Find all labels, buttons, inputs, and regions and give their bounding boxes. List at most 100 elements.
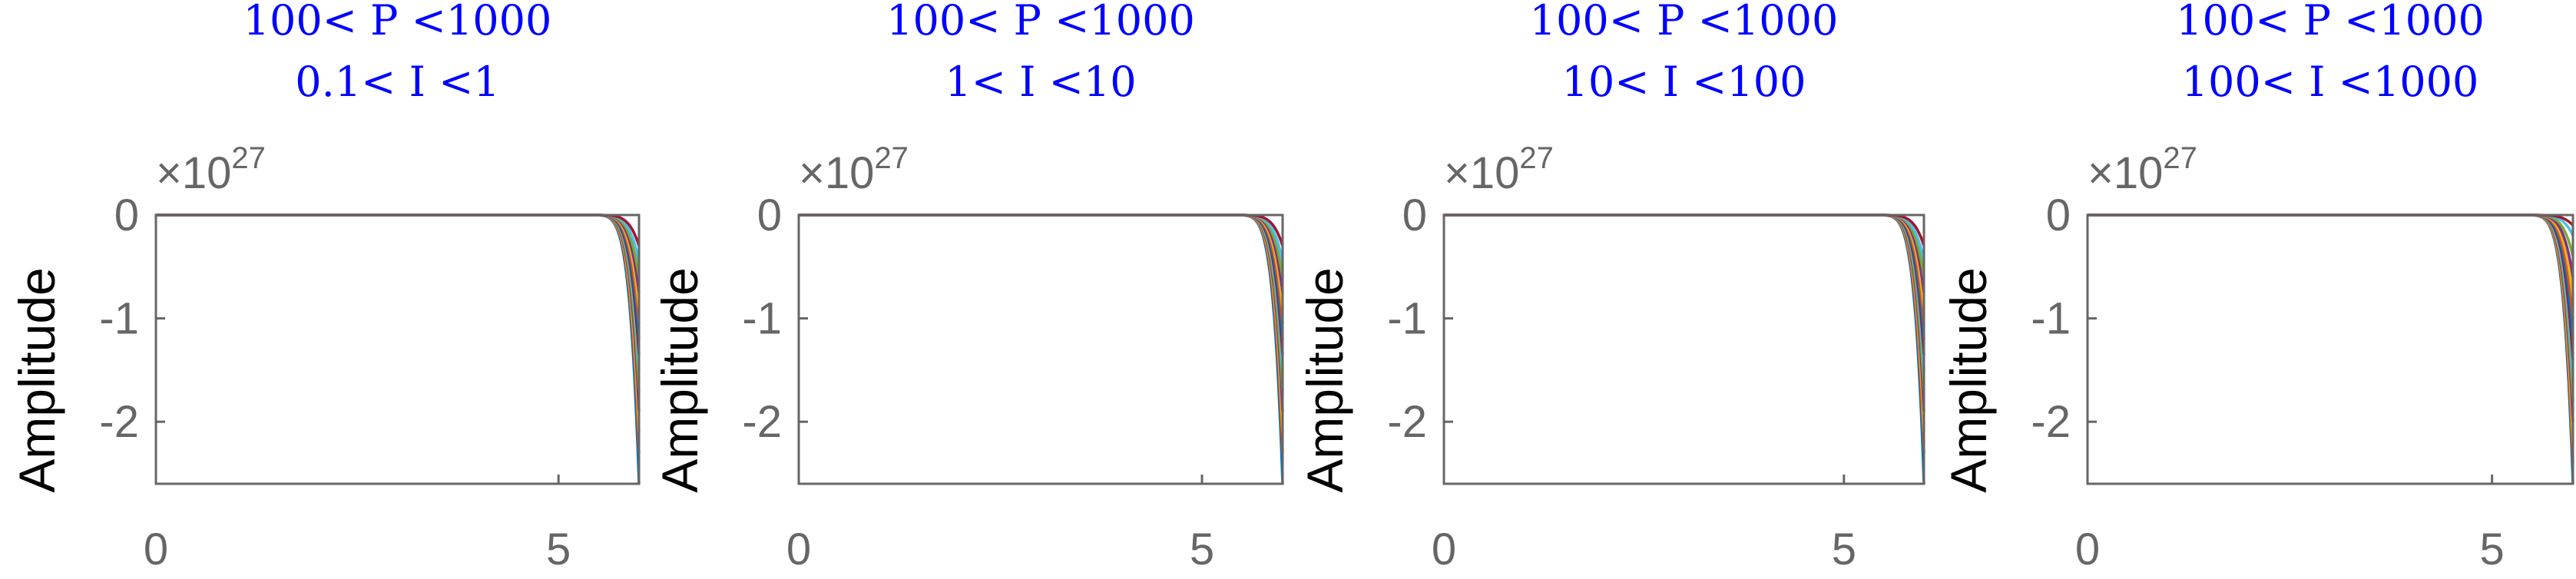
series-line-14: [1444, 213, 1925, 246]
series-line-6: [799, 213, 1284, 371]
series-line-4: [799, 213, 1284, 412]
series-line-1: [2088, 213, 2574, 485]
series-line-6: [1444, 213, 1925, 371]
series-line-3: [156, 213, 641, 432]
series-line-5: [1444, 213, 1925, 391]
series-line-13: [1444, 213, 1925, 262]
chart-title-line1: 100< P <1000: [1530, 0, 1839, 45]
series-line-3: [799, 213, 1284, 432]
series-line-9: [2088, 213, 2574, 319]
series-line-14: [156, 213, 641, 246]
y-exponent-base: ×10: [799, 148, 874, 198]
series-line-10: [1444, 213, 1925, 309]
y-tick-label: -2: [99, 397, 139, 447]
series-line-3: [2088, 213, 2574, 443]
y-tick-label: 0: [757, 190, 782, 240]
y-exponent-power: 27: [2163, 141, 2197, 175]
series-line-2: [2088, 213, 2574, 464]
series-line-11: [799, 213, 1284, 293]
y-tick-label: -1: [99, 294, 139, 344]
y-axis-label: Amplitude: [8, 267, 65, 493]
x-tick-label: 0: [144, 524, 168, 574]
y-axis-label: Amplitude: [1296, 267, 1353, 493]
series-line-1: [799, 213, 1284, 485]
chart-panel-2: 100< P <1000 1< I <10 0 5 0 -1 -2 ×1027Amplitud…: [651, 0, 1284, 574]
series-line-12: [1444, 213, 1925, 278]
y-exponent-base: ×10: [156, 148, 231, 198]
series-line-3: [1444, 213, 1925, 432]
series-line-1: [1444, 213, 1925, 485]
series-line-4: [1444, 213, 1925, 412]
axes-box: [1442, 213, 1925, 485]
series-line-10: [156, 213, 641, 309]
chart-panel-3: 100< P <1000 10< I <100 0 5 0 -1 -2 ×1027Amplit…: [1296, 0, 1925, 574]
series-line-12: [799, 213, 1284, 278]
series-line-9: [156, 213, 641, 324]
series-line-7: [2088, 213, 2574, 360]
y-exponent-base: ×10: [1444, 148, 1519, 198]
series-line-11: [1444, 213, 1925, 293]
series-line-13: [799, 213, 1284, 262]
series-line-6: [156, 213, 641, 371]
series-line-2: [799, 213, 1284, 453]
series-line-13: [156, 213, 641, 262]
y-exponent-power: 27: [1519, 141, 1554, 175]
y-exponent-power: 27: [231, 141, 266, 175]
series-line-7: [799, 213, 1284, 355]
chart-title-line2: 0.1< I <1: [295, 58, 499, 106]
y-tick-label: -1: [1387, 294, 1427, 344]
y-exponent-label: ×1027: [1444, 141, 1554, 198]
series-line-11: [156, 213, 641, 293]
y-axis-label: Amplitude: [651, 267, 708, 493]
x-tick-label: 5: [1832, 524, 1856, 574]
y-tick-label: -1: [2031, 294, 2071, 344]
series-line-7: [156, 213, 641, 355]
x-tick-label: 5: [546, 524, 571, 574]
y-tick-label: -2: [742, 397, 782, 447]
series-line-10: [799, 213, 1284, 309]
y-exponent-label: ×1027: [156, 141, 266, 198]
chart-title-line1: 100< P <1000: [886, 0, 1195, 45]
y-axis-label: Amplitude: [1940, 267, 1997, 493]
y-exponent-label: ×1027: [2088, 141, 2197, 198]
series-line-5: [2088, 213, 2574, 402]
x-tick-label: 0: [1432, 524, 1456, 574]
y-exponent-base: ×10: [2088, 148, 2163, 198]
series-line-4: [156, 213, 641, 412]
series-line-10: [2088, 213, 2574, 298]
series-line-5: [799, 213, 1284, 391]
series-line-2: [1444, 213, 1925, 453]
chart-title-line2: 10< I <100: [1562, 58, 1806, 106]
x-tick-label: 5: [2480, 524, 2505, 574]
series-line-8: [156, 213, 641, 339]
y-tick-label: -2: [2031, 397, 2071, 447]
series-line-7: [1444, 213, 1925, 355]
y-exponent-label: ×1027: [799, 141, 909, 198]
series-line-12: [2088, 213, 2574, 257]
series-line-8: [1444, 213, 1925, 339]
series-line-5: [156, 213, 641, 391]
series-line-2: [156, 213, 641, 453]
y-tick-label: -1: [742, 294, 782, 344]
y-tick-label: -2: [1387, 397, 1427, 447]
y-tick-label: 0: [1402, 190, 1427, 240]
series-line-8: [2088, 213, 2574, 339]
chart-title-line2: 1< I <10: [945, 58, 1136, 106]
axes-box: [154, 213, 641, 485]
series-line-9: [1444, 213, 1925, 324]
chart-title-line2: 100< I <1000: [2182, 58, 2479, 106]
chart-title-line1: 100< P <1000: [243, 0, 552, 45]
y-tick-label: 0: [2046, 190, 2071, 240]
series-line-12: [156, 213, 641, 278]
series-line-8: [799, 213, 1284, 339]
series-line-4: [2088, 213, 2574, 422]
x-tick-label: 0: [786, 524, 811, 574]
axes-box: [2086, 213, 2574, 485]
series-line-14: [2088, 213, 2574, 227]
chart-title-line1: 100< P <1000: [2176, 0, 2485, 45]
x-tick-label: 5: [1190, 524, 1214, 574]
series-line-13: [2088, 213, 2574, 237]
